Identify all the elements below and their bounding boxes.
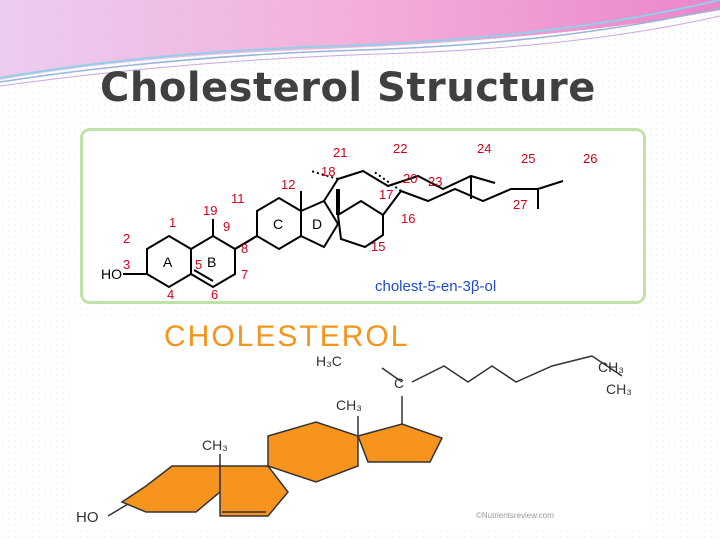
atom-number-22: 22 [393,141,407,156]
atom-number-20: 20 [403,171,417,186]
slide-title: Cholesterol Structure [100,65,596,111]
atom-number-23: 23 [428,174,442,189]
ring-c-shape [267,421,359,483]
atom-number-25: 25 [521,151,535,166]
atom-number-1: 1 [169,215,176,230]
atom-number-2: 2 [123,231,130,246]
group-ch3-right: CH₃ [606,381,632,397]
atom-number-9: 9 [223,219,230,234]
atom-number-6: 6 [211,287,218,301]
atom-number-21: 21 [333,145,347,160]
atom-number-4: 4 [167,287,174,301]
group-h3c: H₃C [316,353,342,369]
cholesterol-skeleton-diagram: CHOLESTEROL H₃C C CH₃ CH₃ CH₃ CH₃ HO [76,320,632,526]
ring-label-b: B [207,254,216,270]
atom-number-12: 12 [281,177,295,192]
iupac-name: cholest-5-en-3β-ol [375,278,496,295]
diagram-heading: CHOLESTEROL [164,320,409,353]
atom-number-16: 16 [401,211,415,226]
hydroxyl-label-2: HO [76,509,99,526]
group-ch3-d-ring: CH₃ [336,397,362,413]
atom-number-26: 26 [583,151,597,166]
numbered-structure-diagram: A B C D 1 2 3 4 5 6 7 8 9 10 11 12 13 14… [101,141,597,301]
ring-a-shape [120,465,221,513]
ring-label-a: A [163,254,173,270]
hydroxyl-label: HO [101,266,122,282]
atom-number-24: 24 [477,141,491,156]
atom-number-5: 5 [195,257,202,272]
ring-label-d: D [312,216,322,232]
ring-d-shape [357,423,444,463]
ring-b-shape [219,465,289,517]
atom-number-18: 18 [321,164,335,179]
group-c: C [394,375,404,391]
atom-number-7: 7 [241,267,248,282]
group-ch3-b-ring: CH₃ [202,437,228,453]
atom-number-11: 11 [231,191,245,206]
numbered-structure-panel: A B C D 1 2 3 4 5 6 7 8 9 10 11 12 13 14… [80,128,646,304]
header-banner [0,0,720,87]
group-ch3-top: CH₃ [598,359,624,375]
cholesterol-skeleton-panel: CHOLESTEROL H₃C C CH₃ CH₃ CH₃ CH₃ HO [72,316,650,528]
watermark: ©Nutrientsreview.com [476,511,554,520]
atom-number-15: 15 [371,239,385,254]
atom-number-17: 17 [379,187,393,202]
atom-number-8: 8 [241,241,248,256]
ring-label-c: C [273,216,283,232]
atom-number-27: 27 [513,197,527,212]
atom-number-19: 19 [203,203,217,218]
atom-number-3: 3 [123,257,130,272]
